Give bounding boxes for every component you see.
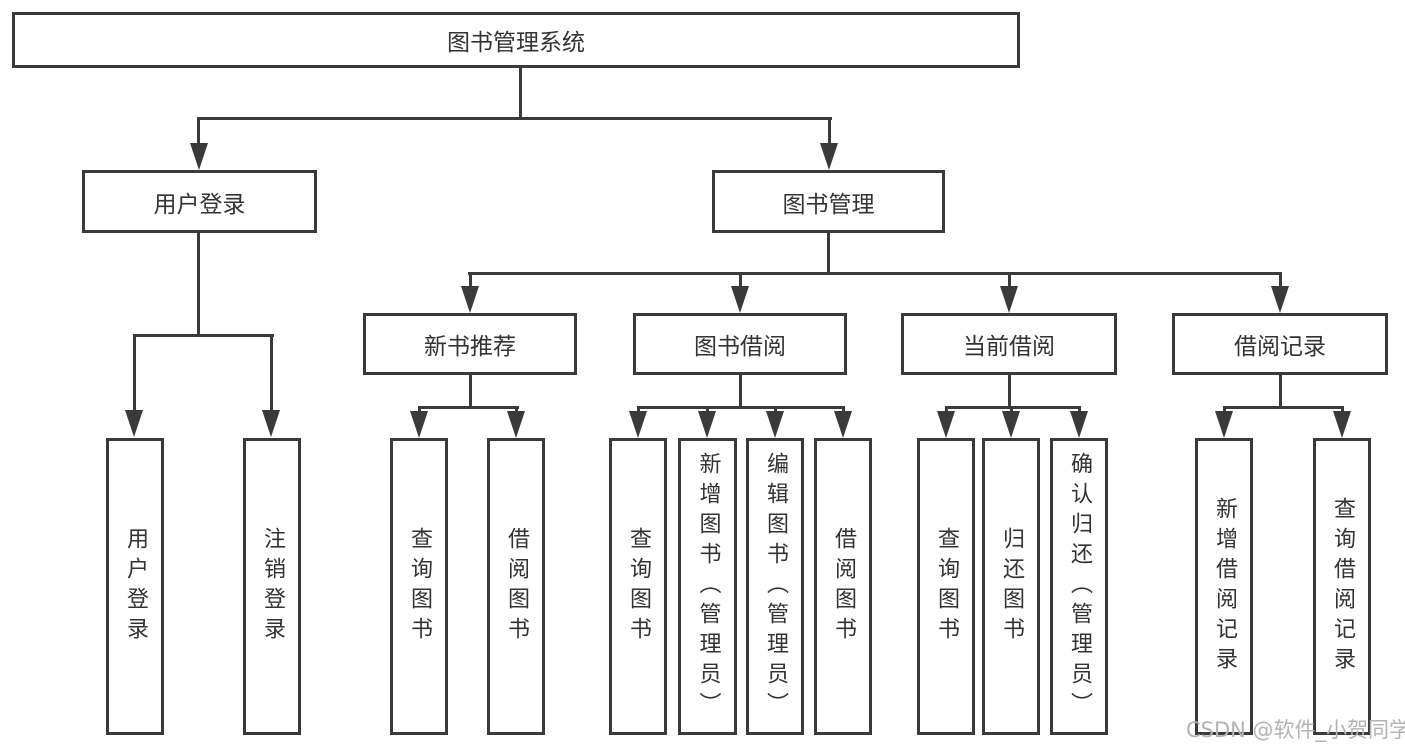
arrow-down-icon: [507, 411, 525, 438]
connector-line: [945, 406, 1081, 409]
leaf-logout: 注销登录: [243, 438, 301, 735]
connector-line: [1279, 375, 1282, 407]
arrow-down-icon: [1271, 286, 1289, 313]
connector-line: [637, 406, 640, 413]
arrow-down-icon: [262, 410, 280, 437]
node-current-borrowing: 当前借阅: [901, 313, 1117, 375]
connector-line: [637, 406, 845, 409]
arrow-down-icon: [820, 143, 838, 170]
leaf-query-borrow-record: 查询借阅记录: [1313, 438, 1371, 735]
node-label: 用户登录: [123, 526, 148, 647]
node-label: 新书推荐: [424, 334, 516, 360]
leaf-query-books-current: 查询图书: [917, 438, 975, 735]
connector-line: [1010, 406, 1013, 413]
leaf-add-books-admin: 新增图书（管理员）: [678, 438, 737, 735]
leaf-borrow-books-recommend: 借阅图书: [487, 438, 545, 735]
node-label: 确认归还（管理员）: [1067, 451, 1092, 722]
connector-line: [1078, 406, 1081, 413]
connector-line: [418, 406, 519, 409]
csdn-watermark: CSDN @软件_小贺同学: [1186, 718, 1405, 742]
connector-line: [270, 334, 273, 412]
connector-line: [197, 117, 832, 120]
node-label: 借阅图书: [504, 526, 529, 647]
node-label: 查询图书: [934, 526, 959, 647]
arrow-down-icon: [834, 411, 852, 438]
connector-line: [739, 373, 742, 407]
connector-line: [827, 231, 830, 275]
connector-line: [1008, 272, 1011, 288]
node-label: 借阅图书: [831, 526, 856, 647]
node-label: 借阅记录: [1234, 334, 1326, 360]
connector-line: [706, 406, 709, 413]
connector-line: [1341, 406, 1344, 413]
connector-line: [197, 231, 200, 335]
node-label: 注销登录: [260, 526, 285, 647]
node-root-library-system: 图书管理系统: [12, 12, 1020, 68]
arrow-down-icon: [190, 143, 208, 170]
node-label: 用户登录: [153, 191, 246, 218]
connector-line: [828, 117, 831, 147]
connector-line: [842, 406, 845, 413]
arrow-down-icon: [937, 411, 955, 438]
arrow-down-icon: [461, 286, 479, 313]
node-label: 查询借阅记录: [1330, 496, 1355, 677]
leaf-borrow-books: 借阅图书: [814, 438, 872, 735]
node-label: 查询图书: [407, 526, 432, 647]
connector-line: [739, 272, 742, 288]
connector-line: [1223, 406, 1344, 409]
node-book-borrowing: 图书借阅: [633, 313, 847, 375]
arrow-down-icon: [629, 411, 647, 438]
leaf-query-books-recommend: 查询图书: [390, 438, 448, 735]
arrow-down-icon: [1070, 411, 1088, 438]
connector-line: [519, 66, 522, 119]
arrow-down-icon: [125, 410, 143, 437]
connector-line: [1008, 375, 1011, 407]
arrow-down-icon: [410, 411, 428, 438]
node-label: 新增图书（管理员）: [695, 451, 721, 722]
node-label: 编辑图书（管理员）: [763, 451, 788, 722]
connector-line: [418, 406, 421, 413]
connector-line: [469, 373, 472, 407]
connector-line: [133, 334, 136, 412]
node-borrowing-records: 借阅记录: [1172, 313, 1388, 375]
node-label: 图书管理: [782, 191, 875, 218]
connector-line: [945, 406, 948, 413]
node-new-book-recommend: 新书推荐: [363, 313, 577, 375]
leaf-confirm-return-admin: 确认归还（管理员）: [1050, 438, 1108, 735]
connector-line: [1279, 272, 1282, 288]
node-label: 查询图书: [626, 526, 651, 647]
connector-line: [468, 272, 1282, 275]
leaf-return-books: 归还图书: [982, 438, 1040, 735]
arrow-down-icon: [766, 411, 784, 438]
leaf-query-books: 查询图书: [609, 438, 667, 735]
leaf-add-borrow-record: 新增借阅记录: [1195, 438, 1253, 735]
leaf-user-login: 用户登录: [106, 438, 164, 735]
arrow-down-icon: [1333, 411, 1351, 438]
connector-line: [515, 406, 518, 413]
connector-line: [197, 117, 200, 147]
connector-line: [1223, 406, 1226, 413]
node-label: 图书借阅: [694, 334, 786, 360]
arrow-down-icon: [1002, 411, 1020, 438]
arrow-down-icon: [698, 411, 716, 438]
arrow-down-icon: [731, 286, 749, 313]
connector-line: [774, 406, 777, 413]
node-label: 图书管理系统: [447, 30, 585, 56]
leaf-edit-books-admin: 编辑图书（管理员）: [746, 438, 804, 735]
node-user-login: 用户登录: [82, 170, 317, 233]
node-label: 新增借阅记录: [1212, 496, 1237, 677]
arrow-down-icon: [1215, 411, 1233, 438]
node-label: 当前借阅: [963, 334, 1055, 360]
connector-line: [469, 272, 472, 288]
node-label: 归还图书: [999, 526, 1024, 647]
connector-line: [133, 334, 274, 337]
node-book-management: 图书管理: [712, 170, 945, 233]
arrow-down-icon: [1000, 286, 1018, 313]
